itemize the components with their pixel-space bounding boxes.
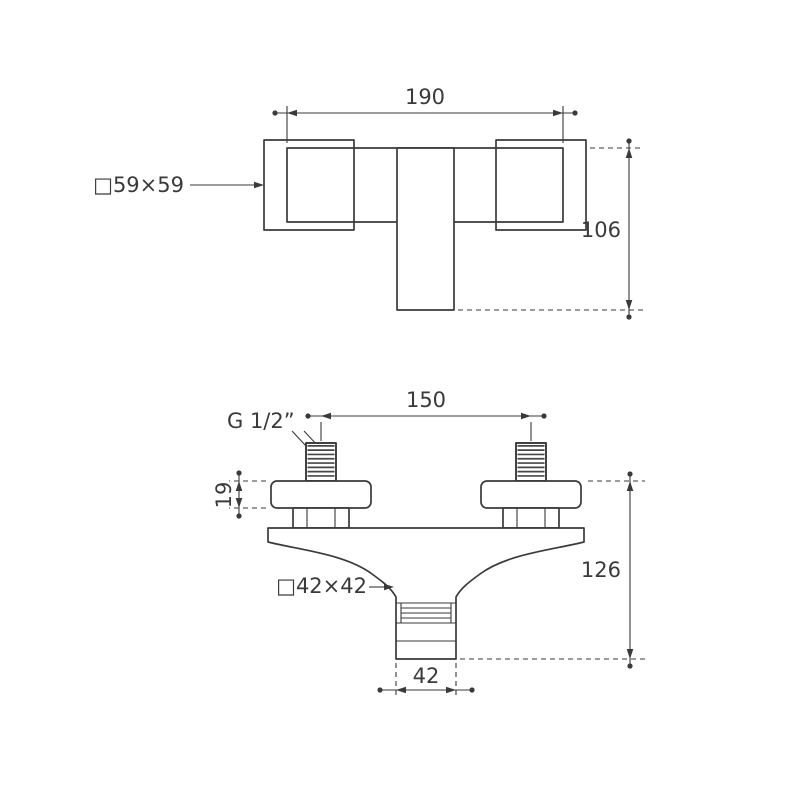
thread-left [305,442,337,482]
dim-spout-width: 42 [377,663,475,699]
dim-overall-width: 190 [272,85,578,143]
thread-size-label: G 1/2” [227,409,295,433]
dim-overall-height: 126 [460,471,645,669]
spout-top-view [396,147,455,311]
dim-150-label: 150 [406,388,446,412]
thread-callout: G 1/2” [227,409,319,447]
nut-right [502,507,560,529]
eccentric-left [270,480,372,509]
dim-connection-centers: 150 [305,388,547,441]
dim-42x42-label: □42×42 [276,574,367,598]
end-square-right [495,139,587,231]
dim-190-label: 190 [405,85,445,109]
nut-left [292,507,350,529]
dim-depth: 106 [458,138,643,320]
dim-42-label: 42 [413,664,440,688]
dim-106-label: 106 [581,218,621,242]
dim-spout-square: □42×42 [276,574,394,598]
dim-19-label: 19 [212,482,236,509]
front-view: 150 G 1/2” [212,388,645,699]
dim-end-square: □59×59 [93,173,264,197]
eccentric-right [480,480,582,509]
top-view: 190 □59×59 106 [93,85,643,320]
mixer-body-front [267,527,585,660]
thread-right [515,442,547,482]
dim-59x59-label: □59×59 [93,173,184,197]
aerator-detail [396,602,456,642]
dim-eccentric-height: 19 [212,470,266,519]
dim-126-label: 126 [581,558,621,582]
